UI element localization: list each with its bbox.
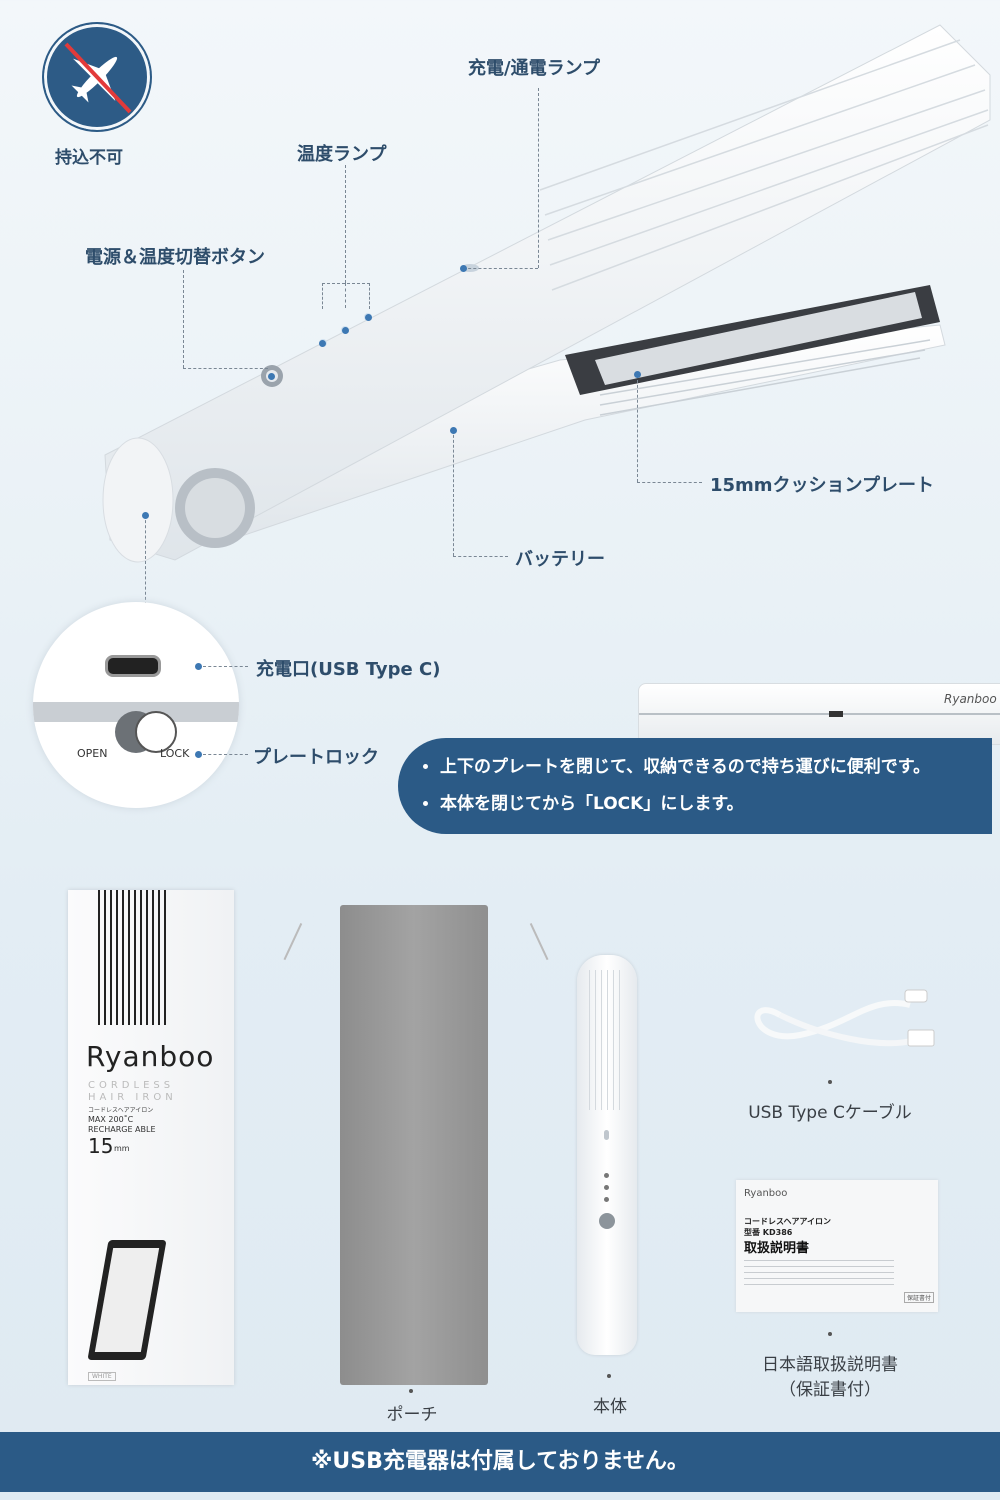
port-detail-zoom: OPEN LOCK [33, 602, 239, 808]
charge-lamp-label: 充電/通電ランプ [468, 58, 601, 79]
box-brand: Ryanboo [86, 1040, 215, 1073]
cable-caption: USB Type Cケーブル [748, 1103, 912, 1123]
plate-label: 15mmクッションプレート [710, 475, 935, 496]
footer-notice: ※USB充電器は付属しておりません。 [0, 1432, 1000, 1492]
leader-line [538, 88, 539, 268]
leader-line [345, 283, 346, 308]
leader-line [453, 430, 454, 556]
leader-line [463, 268, 538, 269]
box-size: 15 [88, 1134, 114, 1158]
manual-title: 取扱説明書 [744, 1241, 810, 1256]
banner-item: 上下のプレートを閉じて、収納できるので持ち運びに便利です。 [440, 752, 992, 777]
power-button-label: 電源＆温度切替ボタン [85, 247, 265, 268]
manual-brand: Ryanboo [744, 1188, 788, 1199]
box-spec1: MAX 200˚C [88, 1115, 134, 1124]
body-caption: 本体 [593, 1397, 627, 1417]
manual-model: 型番 KD386 [744, 1228, 793, 1237]
manual-caption-sub: （保証書付） [779, 1380, 881, 1400]
box-unit: mm [114, 1144, 130, 1153]
iron-body-image [577, 955, 637, 1355]
lock-switch [115, 711, 177, 753]
leader-line [345, 165, 346, 283]
plate-lock-label: プレートロック [253, 747, 379, 768]
usb-c-port-icon [105, 655, 161, 677]
manual-warranty: 保証書付 [904, 1292, 935, 1303]
leader-line [183, 270, 184, 368]
manual-caption: 日本語取扱説明書 [762, 1355, 898, 1375]
manual-title1: コードレスヘアアイロン [744, 1217, 832, 1226]
power-button-icon [599, 1213, 615, 1229]
box-jp: コードレスヘアアイロン [88, 1107, 154, 1114]
leader-line [145, 515, 146, 605]
box-color: WHITE [88, 1372, 116, 1381]
box-line2: HAIR IRON [88, 1092, 177, 1103]
side-logo: Ryanboo [944, 692, 997, 706]
product-box: Ryanboo CORDLESS HAIR IRON コードレスヘアアイロン M… [68, 890, 234, 1385]
usb-port-label: 充電口(USB Type C) [256, 659, 441, 680]
manual-image: Ryanboo コードレスヘアアイロン 型番 KD386 取扱説明書 保証書付 [736, 1180, 938, 1312]
info-banner: 上下のプレートを閉じて、収納できるので持ち運びに便利です。 本体を閉じてから「L… [398, 738, 992, 834]
pouch-caption: ポーチ [386, 1405, 438, 1425]
no-carry-label: 持込不可 [55, 148, 123, 168]
lock-label: LOCK [160, 747, 190, 760]
box-spec2: RECHARGE ABLE [88, 1125, 156, 1134]
no-airplane-icon [42, 22, 152, 132]
closed-iron-image: Ryanboo [638, 683, 1000, 745]
box-line1: CORDLESS [88, 1080, 175, 1091]
pouch-image [340, 905, 488, 1385]
leader-line [322, 283, 370, 309]
temp-lamp-label: 温度ランプ [297, 144, 387, 165]
battery-label: バッテリー [515, 549, 605, 570]
leader-line [637, 482, 702, 483]
leader-line [453, 556, 508, 557]
leader-line [183, 368, 268, 369]
hair-iron-illustration [102, 24, 991, 563]
open-label: OPEN [77, 747, 108, 760]
banner-item: 本体を閉じてから「LOCK」にします。 [440, 789, 992, 814]
leader-line [637, 375, 638, 482]
usb-cable-image [754, 989, 935, 1047]
